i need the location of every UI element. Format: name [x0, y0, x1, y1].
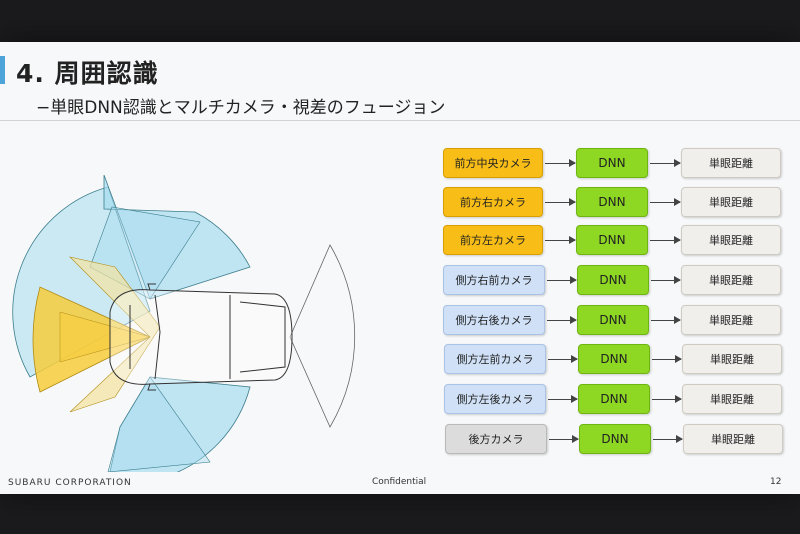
- arrow-dnn-to-output: [652, 355, 682, 363]
- arrow-camera-to-dnn: [547, 316, 577, 324]
- camera-box-side-right-rear: 側方右後カメラ: [443, 305, 545, 335]
- arrow-camera-to-dnn: [548, 355, 578, 363]
- output-box-mono-distance: 単眼距離: [681, 187, 781, 217]
- output-box-mono-distance: 単眼距離: [681, 148, 781, 178]
- camera-box-front-right: 前方右カメラ: [443, 187, 543, 217]
- output-box-mono-distance: 単眼距離: [681, 265, 781, 295]
- page-number: 12: [770, 477, 782, 487]
- slide-subtitle: −単眼DNN認識とマルチカメラ・視差のフュージョン: [36, 98, 446, 118]
- title-accent: [0, 56, 5, 84]
- arrow-dnn-to-output: [650, 236, 681, 244]
- dnn-box: DNN: [576, 225, 648, 255]
- arrow-dnn-to-output: [650, 198, 681, 206]
- arrow-camera-to-dnn: [547, 276, 577, 284]
- side-coverage-lower-left: [107, 376, 211, 472]
- slide: 4. 周囲認識 −単眼DNN認識とマルチカメラ・視差のフュージョン 前方中: [0, 42, 800, 494]
- arrow-camera-to-dnn: [545, 198, 576, 206]
- footer-company: SUBARU CORPORATION: [8, 478, 132, 488]
- front-coverage-mid: [69, 256, 161, 413]
- arrow-dnn-to-output: [650, 159, 681, 167]
- output-box-mono-distance: 単眼距離: [681, 305, 781, 335]
- dnn-box: DNN: [578, 384, 650, 414]
- camera-box-front-left: 前方左カメラ: [443, 225, 543, 255]
- dnn-box: DNN: [576, 148, 648, 178]
- camera-box-side-right-front: 側方右前カメラ: [443, 265, 545, 295]
- camera-box-front-center: 前方中央カメラ: [443, 148, 543, 178]
- arrow-camera-to-dnn: [545, 236, 576, 244]
- dnn-box: DNN: [577, 265, 649, 295]
- output-box-mono-distance: 単眼距離: [681, 225, 781, 255]
- camera-box-side-left-front: 側方左前カメラ: [444, 344, 546, 374]
- arrow-dnn-to-output: [653, 435, 683, 443]
- arrow-camera-to-dnn: [549, 435, 579, 443]
- rear-far-coverage: [289, 244, 356, 428]
- dnn-box: DNN: [577, 305, 649, 335]
- dnn-box: DNN: [579, 424, 651, 454]
- camera-box-rear: 後方カメラ: [445, 424, 547, 454]
- side-coverage-lower: [109, 376, 251, 472]
- title-bar: 4. 周囲認識: [0, 54, 800, 88]
- arrow-dnn-to-output: [651, 316, 681, 324]
- footer-confidential: Confidential: [372, 477, 427, 487]
- dnn-box: DNN: [578, 344, 650, 374]
- arrow-camera-to-dnn: [548, 395, 578, 403]
- camera-coverage-diagram: [12, 174, 356, 472]
- vehicle-outline: [109, 283, 293, 391]
- output-box-mono-distance: 単眼距離: [682, 344, 782, 374]
- arrow-camera-to-dnn: [545, 159, 576, 167]
- slide-title: 4. 周囲認識: [16, 59, 159, 88]
- front-coverage-narrow: [59, 311, 151, 363]
- title-divider: [0, 120, 800, 121]
- camera-box-side-left-rear: 側方左後カメラ: [444, 384, 546, 414]
- output-box-mono-distance: 単眼距離: [682, 384, 782, 414]
- output-box-mono-distance: 単眼距離: [683, 424, 783, 454]
- arrow-dnn-to-output: [651, 276, 681, 284]
- dnn-box: DNN: [576, 187, 648, 217]
- side-coverage-upper: [103, 174, 251, 300]
- arrow-dnn-to-output: [652, 395, 682, 403]
